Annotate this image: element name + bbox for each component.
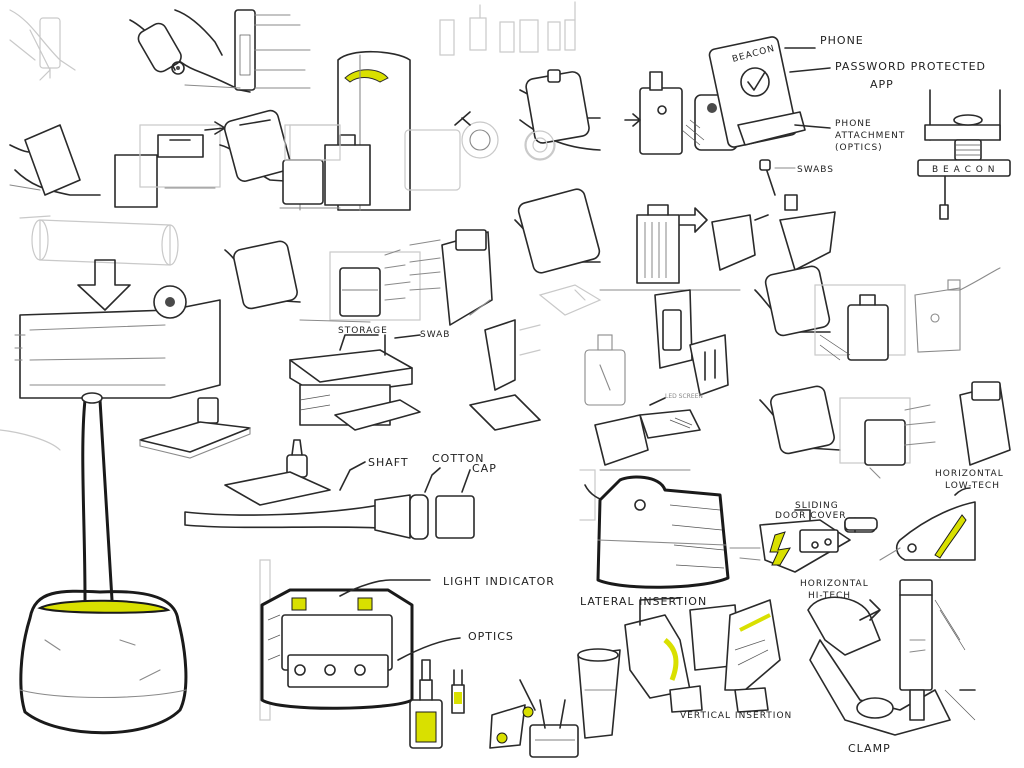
swab-cap-small [844,517,878,531]
hand-holding-device-center [219,109,341,209]
hand-with-storage-device [224,240,421,323]
storage-tray-with-swab: STORAGE SWAB [289,326,450,431]
label-phone-attachment-1: PHONE [835,119,872,129]
optics-vials-sketch [409,659,465,749]
beacon-clamp-sketch: B E A C O N [917,89,1011,220]
label-sliding-1: SLIDING [795,501,839,511]
label-cotton: COTTON [432,452,484,465]
label-phone-attachment-3: (OPTICS) [835,143,883,153]
lateral-insertion-device: LATERAL INSERTION [579,469,730,608]
faint-hand-sketch [9,9,76,81]
label-phone-attachment-2: ATTACHMENT [835,131,905,141]
wall-dispenser-large [14,285,221,399]
label-phone: PHONE [820,34,864,47]
faint-rack-sketch [409,229,493,326]
swab-cap-base-sketch [139,397,251,459]
faint-device-far-right [914,267,1001,353]
sliding-door-cover-device: SLIDING DOOR COVER HORIZONTAL HI-TECH [729,501,876,601]
label-lateral-insertion: LATERAL INSERTION [580,595,707,608]
vertical-insertion-device: VERTICAL INSERTION [577,597,792,739]
optics-dispenser-sketch: LIGHT INDICATOR OPTICS [259,559,555,721]
faint-tray-right [538,284,602,316]
hand-with-sliding-device [514,188,836,291]
hand-holding-device-right-top [519,69,738,155]
label-shaft: SHAFT [368,456,409,469]
faint-swab-lenses: SWABS [525,130,834,196]
small-holder-sketch [489,679,579,758]
label-led-screen: LED SCREEN [665,393,703,400]
label-cap: CAP [472,462,497,475]
label-app: APP [870,78,894,91]
faint-left-arc [0,429,61,451]
label-sliding-2: DOOR COVER [775,511,847,521]
label-horizontal-hitech-2: HI-TECH [808,591,851,601]
swab-station-standing [19,392,188,735]
swab-exploded-diagram: SHAFT COTTON CAP [184,452,497,540]
label-swabs: SWABS [797,165,834,175]
hand-holding-device-left [9,121,226,208]
phone-with-app-sketch: BEACON PHONE PASSWORD PROTECTED APP PHON… [708,34,986,153]
label-swab: SWAB [420,330,450,340]
faint-bottle-sketch [584,334,626,406]
hand-with-device-right [754,265,906,361]
label-horizontal-lowtech-2: LOW-TECH [945,481,1000,491]
horizontal-lowtech-device: HORIZONTAL LOW-TECH [879,469,1004,561]
hand-holding-swab-sketch [129,9,311,93]
led-screen-device: LED SCREEN [594,393,703,471]
label-password-protected: PASSWORD PROTECTED [835,60,986,73]
beacon-label: B E A C O N [932,165,995,175]
label-vertical-insertion: VERTICAL INSERTION [680,711,792,721]
faint-rotation-device [404,111,556,191]
clamp-device: CLAMP [807,579,976,755]
wall-mount-holder [654,289,729,396]
label-clamp: CLAMP [848,742,891,755]
clear-tube-sketch [19,215,179,311]
label-light-indicator: LIGHT INDICATOR [443,575,555,588]
hand-with-rack-right [759,381,1011,479]
chair-holder-sketch [469,319,541,431]
faint-components-row [439,1,576,56]
label-horizontal-hitech-1: HORIZONTAL [800,579,869,589]
label-optics: OPTICS [468,630,514,643]
label-storage: STORAGE [338,326,388,336]
vial-base-sketch [224,439,331,506]
label-horizontal-lowtech-1: HORIZONTAL [935,469,1004,479]
